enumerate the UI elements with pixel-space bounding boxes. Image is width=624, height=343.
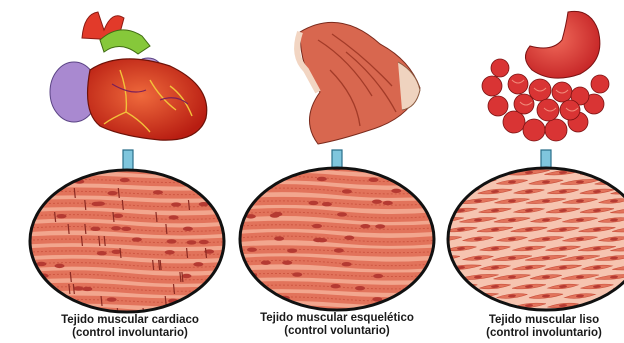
heart-illustration	[50, 12, 207, 140]
caption-cardiac: Tejido muscular cardiaco (control involu…	[30, 314, 230, 340]
caption-skeletal: Tejido muscular esquelético (control vol…	[232, 312, 442, 338]
caption-cardiac-title: Tejido muscular cardiaco	[30, 314, 230, 327]
cardiac-tissue-circle	[17, 164, 237, 318]
caption-skeletal-control: (control voluntario)	[232, 325, 442, 338]
caption-cardiac-control: (control involuntario)	[30, 327, 230, 340]
skeletal-tissue-circle	[227, 164, 447, 315]
smooth-tissue-circle	[408, 168, 624, 310]
digestive-illustration	[482, 11, 609, 141]
arm-muscle-illustration	[297, 22, 420, 144]
caption-smooth-control: (control involuntario)	[466, 327, 622, 340]
caption-smooth-title: Tejido muscular liso	[466, 314, 622, 327]
caption-skeletal-title: Tejido muscular esquelético	[232, 312, 442, 325]
caption-smooth: Tejido muscular liso (control involuntar…	[466, 314, 622, 340]
